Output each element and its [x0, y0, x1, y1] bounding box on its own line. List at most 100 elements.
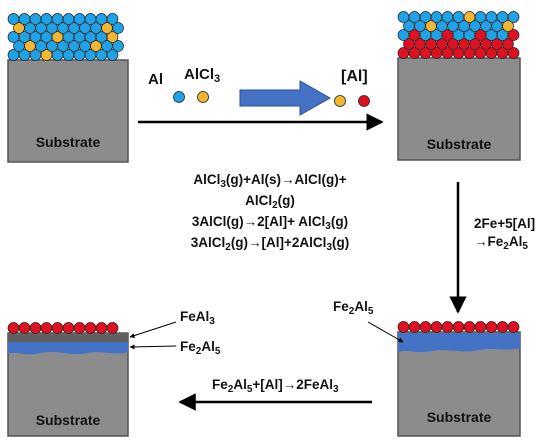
subscript-text: 3: [209, 316, 215, 327]
formula-text: Fe: [333, 299, 349, 314]
bottom-equation: Fe2Al5+[Al]→2FeAl3: [212, 377, 339, 395]
al-atom: [474, 11, 487, 23]
al-atom: [29, 13, 42, 25]
active-al-atom: [84, 322, 97, 334]
al-atom: [112, 22, 124, 34]
formula-text: (g): [330, 214, 349, 229]
substrate-label: Substrate: [426, 136, 492, 152]
equation-line: 2Fe+5[Al]: [474, 216, 550, 231]
atom-layer: [397, 11, 520, 59]
subscript-text: 3: [220, 179, 226, 190]
alcl3-label-sub: 3: [214, 73, 221, 85]
al-atom: [441, 11, 454, 23]
panel-bottom-right: [397, 321, 521, 437]
pointer-fe2al5-left: [129, 344, 177, 350]
panel-bottom-left: [7, 322, 129, 437]
substrate-block: [7, 59, 129, 163]
active-al-atom: [18, 322, 31, 334]
active-al-atom: [474, 321, 487, 333]
right-equation: 2Fe+5[Al]→Fe2Al5: [474, 216, 550, 255]
formula-text: AlCl: [245, 193, 273, 208]
active-al-atom: [95, 322, 108, 334]
fe2al5-label-right: Fe2Al5: [333, 299, 373, 317]
formula-text: Al: [233, 377, 247, 392]
formula-text: Al: [354, 299, 368, 314]
active-al-atom: [40, 322, 53, 334]
formula-text: 2Fe+5[Al]: [474, 216, 536, 231]
formula-text: +[Al]→2FeAl: [252, 377, 334, 392]
substrate-label: Substrate: [35, 412, 101, 428]
atom-layer: [397, 321, 520, 333]
al-atom: [62, 13, 75, 25]
active-al-atom: [507, 29, 520, 41]
active-al-atom: [419, 321, 432, 333]
formula-text: 3AlCl: [190, 235, 226, 250]
al-atom: [84, 13, 97, 25]
active-al-atom: [507, 321, 520, 333]
subscript-text: 5: [522, 241, 528, 252]
al-atom: [452, 11, 465, 23]
active-al-atom: [408, 321, 421, 333]
al-atom: [430, 11, 443, 23]
feal3-label: FeAl3: [180, 309, 215, 327]
formula-text: AlCl: [193, 172, 221, 187]
active-al-atom: [73, 322, 86, 334]
block-arrow: [239, 80, 332, 116]
subscript-text: 2: [195, 346, 202, 357]
equation-line: 3AlCl(g)→2[Al]+ AlCl3(g): [150, 214, 390, 232]
active-al-atom: [452, 321, 465, 333]
fe2al5-label-left: Fe2Al5: [180, 339, 220, 357]
al-atom: [408, 11, 421, 23]
active-al-label: [Al]: [341, 68, 368, 85]
al-atom: [496, 11, 509, 23]
subscript-text: 2: [272, 200, 278, 211]
active-al-atom: [441, 321, 454, 333]
active-al-atom: [397, 321, 410, 333]
legend-alcl3-atom: [334, 95, 346, 107]
panel-top-left: [7, 13, 129, 163]
subscript-text: 3: [325, 221, 331, 232]
formula-text: (g): [277, 193, 295, 208]
active-al-atom: [51, 322, 64, 334]
substrate-label: Substrate: [426, 409, 492, 425]
active-al-atom: [430, 321, 443, 333]
formula-text: (g)→[Al]+2AlCl: [230, 235, 327, 250]
al-atom: [485, 11, 498, 23]
subscript-text: 5: [246, 384, 253, 395]
equation-line: AlCl3(g)+Al(s)→AlCl(g)+: [150, 172, 390, 190]
subscript-text: 3: [333, 384, 339, 395]
substrate-label: Substrate: [35, 134, 101, 150]
formula-text: Fe: [212, 377, 228, 392]
active-al-atom: [62, 322, 75, 334]
equation-line: 3AlCl2(g)→[Al]+2AlCl3(g): [150, 235, 390, 253]
al-atom: [95, 13, 108, 25]
alcl3-atom: [463, 11, 476, 23]
al-atom: [397, 11, 410, 23]
subscript-text: 2: [225, 242, 231, 253]
legend-alcl3-atom: [197, 91, 209, 103]
legend-al-atom: [173, 91, 185, 103]
al-atom: [18, 13, 31, 25]
al-atom: [112, 40, 124, 52]
legend-active-al-atom: [358, 95, 370, 107]
subscript-text: 5: [214, 346, 221, 357]
subscript-text: 2: [503, 241, 509, 252]
al-atom: [73, 13, 86, 25]
equation-line: AlCl2(g): [150, 193, 390, 211]
formula-text: (g)+Al(s)→AlCl(g)+: [225, 172, 347, 187]
subscript-text: 2: [348, 306, 355, 317]
alcl3-label: AlCl3: [184, 67, 220, 85]
atom-layer: [7, 13, 124, 61]
active-al-atom: [106, 322, 119, 334]
active-al-atom: [29, 322, 42, 334]
substrate-block: [397, 57, 521, 161]
formula-text: Al: [508, 234, 523, 249]
active-al-atom: [496, 321, 509, 333]
active-al-atom: [463, 321, 476, 333]
al-atom: [419, 11, 432, 23]
formula-text: 3AlCl(g)→2[Al]+ AlCl: [191, 214, 326, 229]
feal3-layer: [8, 334, 128, 342]
al-atom: [40, 13, 53, 25]
formula-text: Fe: [180, 339, 196, 354]
al-label: Al: [148, 71, 163, 88]
